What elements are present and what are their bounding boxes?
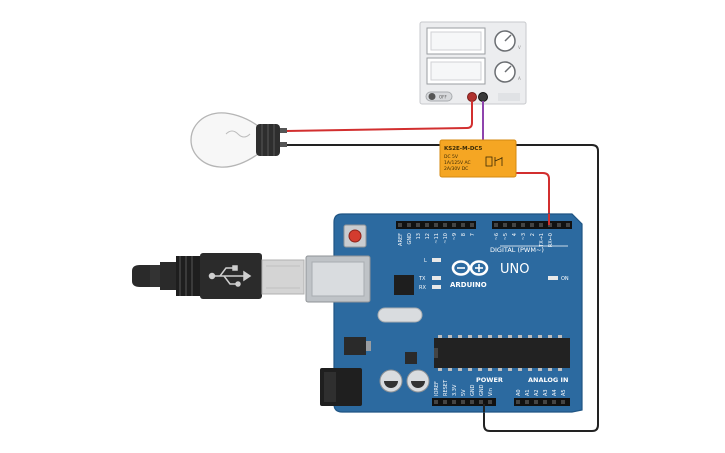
capacitor-1 xyxy=(379,369,403,393)
wires-upper xyxy=(285,101,599,432)
pin-label: A1 xyxy=(525,389,531,396)
wire-black-relay-to-gnd[interactable] xyxy=(483,144,599,432)
light-bulb[interactable] xyxy=(190,112,287,168)
vent-grille xyxy=(498,93,520,101)
analog-header xyxy=(514,398,570,406)
pin-label: ~11 xyxy=(434,233,440,244)
usb-cable[interactable] xyxy=(132,253,305,299)
atmega-microcontroller xyxy=(434,338,570,368)
led-l-label: L xyxy=(424,258,427,264)
wire-red-relay-to-pin2[interactable] xyxy=(514,172,550,223)
power-switch-label: OFF xyxy=(439,95,447,100)
led-rx-label: RX xyxy=(419,285,426,291)
relay-model-label: KS2E-M-DC5 xyxy=(444,146,482,152)
pin-label: A3 xyxy=(543,389,549,396)
pin-label: 7 xyxy=(470,233,476,236)
pin-label: 2 xyxy=(530,233,536,236)
pin-label: 4 xyxy=(512,233,518,236)
pin-label: A0 xyxy=(516,389,522,396)
relay-schematic-icon xyxy=(485,156,503,167)
relay-coil-rating: DC 5V xyxy=(444,154,459,160)
voltage-regulator xyxy=(344,337,366,355)
pin-label: RESET xyxy=(443,379,449,396)
negative-terminal[interactable] xyxy=(478,92,488,102)
pin-label: AREF xyxy=(398,233,404,246)
wires-lower xyxy=(483,214,550,412)
pin-label: 13 xyxy=(416,233,422,239)
power-supply[interactable]: V A OFF xyxy=(419,21,527,105)
bulb-terminal-1[interactable] xyxy=(280,128,287,133)
led-rx xyxy=(432,285,441,289)
current-unit-label: A xyxy=(518,76,521,81)
bulb-filament xyxy=(225,130,251,138)
pin-label: GND xyxy=(470,384,476,396)
capacitor-2 xyxy=(406,369,430,393)
pin-label: ~9 xyxy=(452,233,458,240)
relay[interactable]: KS2E-M-DC5 DC 5V 1A/125V AC 2A/30V DC xyxy=(439,139,517,178)
led-on-label: ON xyxy=(561,276,569,282)
pin-label: GND xyxy=(407,233,413,245)
bulb-terminal-2[interactable] xyxy=(280,142,287,147)
pin-label: IOREF xyxy=(434,381,440,396)
pin-label: GND xyxy=(479,384,485,396)
pin-label: Vin xyxy=(488,388,494,396)
pin-label: A4 xyxy=(552,389,558,396)
led-on xyxy=(548,276,558,280)
usb-plug-metal xyxy=(261,259,305,295)
power-header xyxy=(432,398,496,406)
pin-label: ~5 xyxy=(503,233,509,240)
pin-label: A2 xyxy=(534,389,540,396)
arduino-brand: ARDUINO xyxy=(450,281,487,289)
led-l xyxy=(432,258,441,262)
pin-label: 3.3V xyxy=(452,384,458,396)
pin-label: ~10 xyxy=(443,233,449,244)
pin-label: A5 xyxy=(561,389,567,396)
power-header-label: POWER xyxy=(476,376,503,384)
arduino-logo-icon xyxy=(451,260,489,276)
small-ic xyxy=(405,352,417,364)
crystal-oscillator xyxy=(377,307,423,323)
usb-controller-chip xyxy=(394,275,414,295)
led-tx xyxy=(432,276,441,280)
pin-label: ~3 xyxy=(521,233,527,240)
bulb-glass xyxy=(190,112,259,168)
voltage-unit-label: V xyxy=(518,45,521,50)
relay-body xyxy=(439,139,517,178)
pin-label: 8 xyxy=(461,233,467,236)
pin-label: TX→1 xyxy=(539,233,545,248)
digital-header-label: DIGITAL (PWM~) xyxy=(490,246,544,254)
digital-header xyxy=(396,221,572,229)
analog-header-label: ANALOG IN xyxy=(528,376,568,384)
relay-dc-rating: 2A/30V DC xyxy=(444,166,468,172)
pin-label: 5V xyxy=(461,389,467,396)
usb-symbol-icon xyxy=(208,265,252,287)
pin-label: ~6 xyxy=(494,233,500,240)
pin-label: 12 xyxy=(425,233,431,239)
led-tx-label: TX xyxy=(418,276,426,282)
positive-terminal[interactable] xyxy=(467,92,477,102)
pin-label: RX←0 xyxy=(548,233,554,247)
arduino-model: UNO xyxy=(500,262,529,277)
wire-red-supply-to-bulb[interactable] xyxy=(285,101,473,132)
usb-cable-tail xyxy=(132,265,152,287)
relay-ac-rating: 1A/125V AC xyxy=(444,160,471,166)
